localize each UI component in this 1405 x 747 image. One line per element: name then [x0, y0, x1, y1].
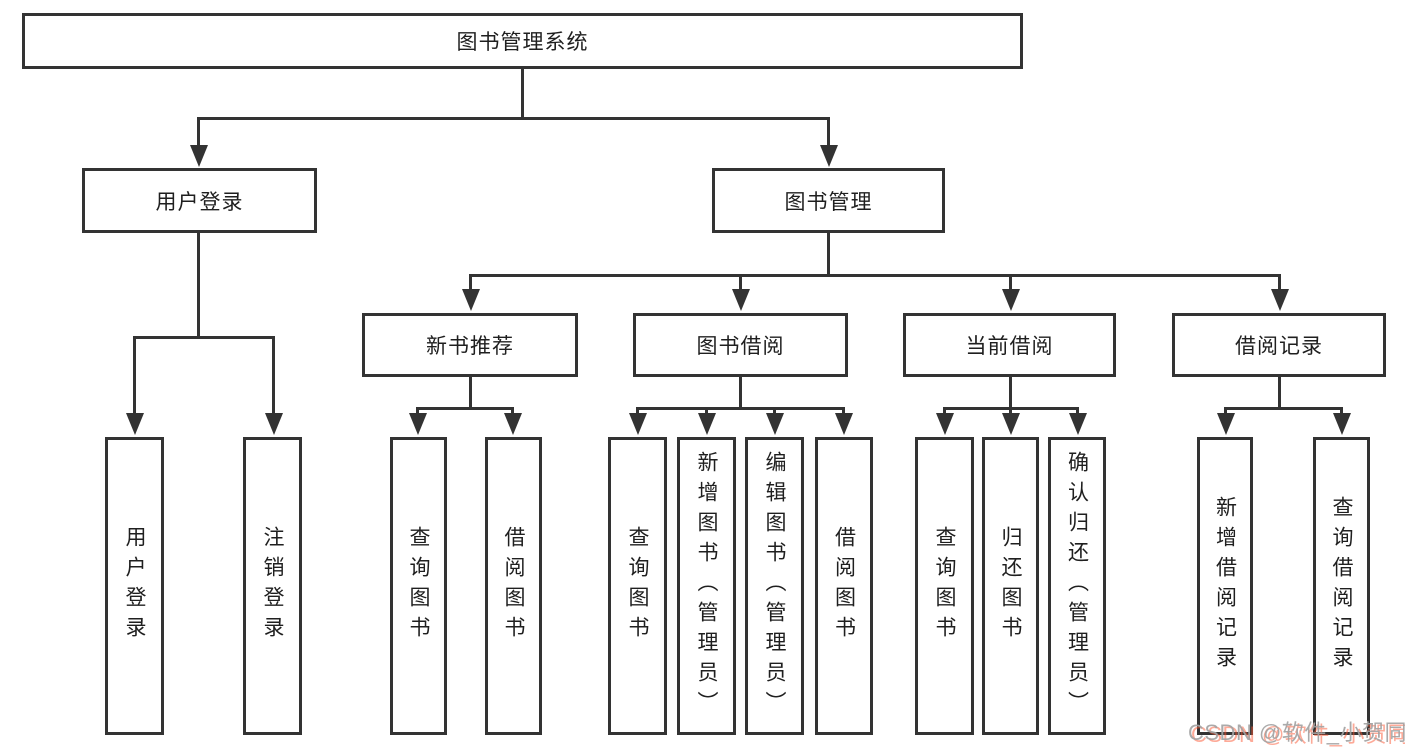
arrow-down-icon	[1002, 289, 1020, 311]
connector-line	[511, 407, 514, 417]
node-user-login: 用户登录	[82, 168, 317, 233]
connector-line	[133, 336, 275, 339]
arrow-down-icon	[265, 413, 283, 435]
node-label: 借阅图书	[832, 526, 856, 646]
connector-line	[842, 407, 845, 417]
connector-line	[197, 117, 200, 145]
connector-line	[1076, 407, 1079, 417]
node-label: 用户登录	[123, 526, 147, 646]
arrow-down-icon	[1271, 289, 1289, 311]
connector-line	[469, 274, 1281, 277]
leaf-add-borrow-record: 新增借阅记录	[1197, 437, 1253, 735]
node-label: 确认归还（管理员）	[1065, 451, 1089, 721]
connector-line	[416, 407, 419, 417]
connector-line	[469, 274, 472, 289]
leaf-query-books-1: 查询图书	[390, 437, 447, 735]
node-label: 图书借阅	[696, 335, 785, 358]
connector-line	[1224, 407, 1227, 417]
node-new-book-recommend: 新书推荐	[362, 313, 578, 377]
node-book-management: 图书管理	[712, 168, 945, 233]
node-label: 当前借阅	[965, 335, 1054, 358]
arrow-down-icon	[1069, 413, 1087, 435]
leaf-borrow-books-1: 借阅图书	[485, 437, 542, 735]
arrow-down-icon	[766, 413, 784, 435]
arrow-down-icon	[732, 289, 750, 311]
node-label: 查询图书	[626, 526, 650, 646]
node-label: 新增图书（管理员）	[695, 451, 719, 721]
connector-line	[773, 407, 776, 417]
leaf-confirm-return-admin: 确认归还（管理员）	[1048, 437, 1106, 735]
arrow-down-icon	[1217, 413, 1235, 435]
leaf-query-books-2: 查询图书	[608, 437, 667, 735]
leaf-logout: 注销登录	[243, 437, 302, 735]
connector-line	[943, 407, 946, 417]
node-label: 注销登录	[261, 526, 285, 646]
leaf-query-borrow-record: 查询借阅记录	[1313, 437, 1370, 735]
leaf-return-books: 归还图书	[982, 437, 1039, 735]
node-label: 查询图书	[933, 526, 957, 646]
connector-line	[1340, 407, 1343, 417]
arrow-down-icon	[835, 413, 853, 435]
node-root: 图书管理系统	[22, 13, 1023, 69]
node-label: 查询图书	[407, 526, 431, 646]
leaf-add-books-admin: 新增图书（管理员）	[677, 437, 736, 735]
node-current-borrow: 当前借阅	[903, 313, 1116, 377]
node-label: 图书管理系统	[456, 31, 589, 54]
connector-line	[636, 407, 639, 417]
leaf-borrow-books-2: 借阅图书	[815, 437, 873, 735]
connector-line	[133, 336, 136, 413]
leaf-user-login: 用户登录	[105, 437, 164, 735]
node-label: 用户登录	[155, 190, 244, 214]
arrow-down-icon	[698, 413, 716, 435]
connector-line	[1278, 274, 1281, 289]
connector-line	[469, 377, 472, 407]
leaf-query-books-3: 查询图书	[915, 437, 974, 735]
node-label: 借阅记录	[1235, 335, 1323, 358]
arrow-down-icon	[936, 413, 954, 435]
connector-line	[636, 407, 845, 410]
arrow-down-icon	[190, 145, 208, 167]
connector-line	[1009, 407, 1012, 417]
connector-line	[521, 69, 524, 117]
connector-line	[827, 233, 830, 274]
arrow-down-icon	[1333, 413, 1351, 435]
node-label: 编辑图书（管理员）	[763, 451, 787, 721]
arrow-down-icon	[1002, 413, 1020, 435]
node-label: 借阅图书	[502, 526, 526, 646]
connector-line	[1009, 377, 1012, 407]
node-label: 图书管理	[784, 190, 873, 214]
connector-line	[1224, 407, 1343, 410]
connector-line	[416, 407, 514, 410]
node-book-borrow: 图书借阅	[633, 313, 848, 377]
connector-line	[739, 274, 742, 289]
arrow-down-icon	[462, 289, 480, 311]
arrow-down-icon	[409, 413, 427, 435]
connector-line	[1009, 274, 1012, 289]
arrow-down-icon	[504, 413, 522, 435]
arrow-down-icon	[126, 413, 144, 435]
node-label: 新书推荐	[426, 335, 514, 358]
connector-line	[1278, 377, 1281, 407]
arrow-down-icon	[629, 413, 647, 435]
node-label: 归还图书	[999, 526, 1023, 646]
connector-line	[197, 117, 830, 120]
connector-line	[705, 407, 708, 417]
watermark: CSDN @软件_小贺同学	[1188, 720, 1405, 745]
node-borrow-records: 借阅记录	[1172, 313, 1386, 377]
connector-line	[272, 336, 275, 413]
connector-line	[827, 117, 830, 145]
connector-line	[197, 233, 200, 336]
connector-line	[739, 377, 742, 407]
node-label: 查询借阅记录	[1330, 496, 1354, 676]
node-label: 新增借阅记录	[1213, 496, 1237, 676]
leaf-edit-books-admin: 编辑图书（管理员）	[745, 437, 804, 735]
arrow-down-icon	[820, 145, 838, 167]
